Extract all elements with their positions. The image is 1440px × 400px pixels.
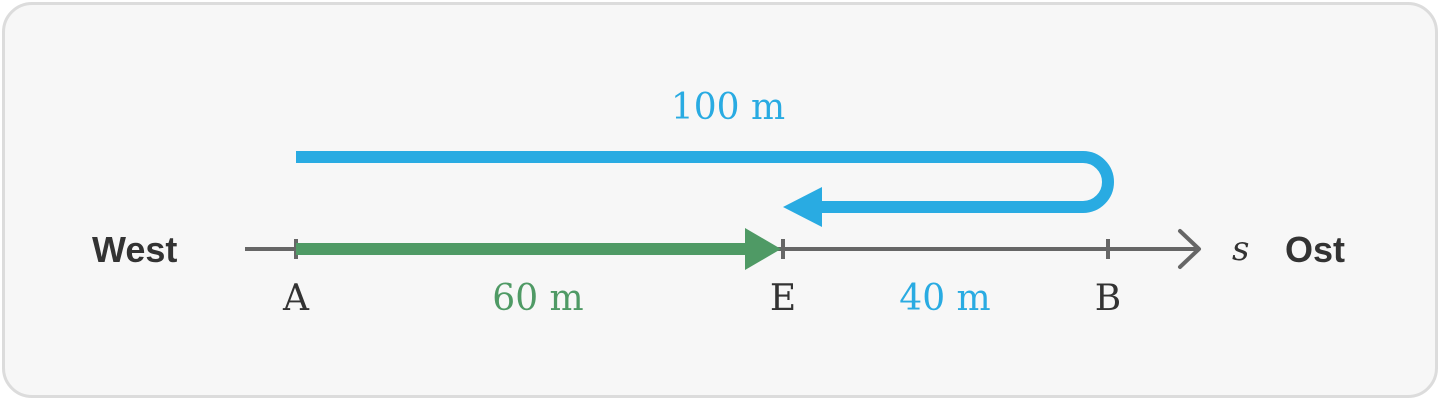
east-label: Ost (1285, 229, 1345, 270)
displacement-arrowhead (745, 228, 781, 270)
s-axis-arrowhead (1178, 229, 1201, 269)
axis-variable-label: s (1232, 229, 1249, 269)
return-leg-label: 40 m (899, 278, 990, 319)
point-b-label: B (1095, 278, 1121, 319)
path-length-arrowhead (783, 187, 822, 227)
total-path-label: 100 m (671, 87, 785, 128)
west-label: West (92, 229, 177, 270)
displacement-label: 60 m (492, 278, 583, 319)
point-a-label: A (282, 278, 310, 319)
point-e-label: E (770, 278, 796, 319)
path-length-track (296, 151, 1114, 213)
